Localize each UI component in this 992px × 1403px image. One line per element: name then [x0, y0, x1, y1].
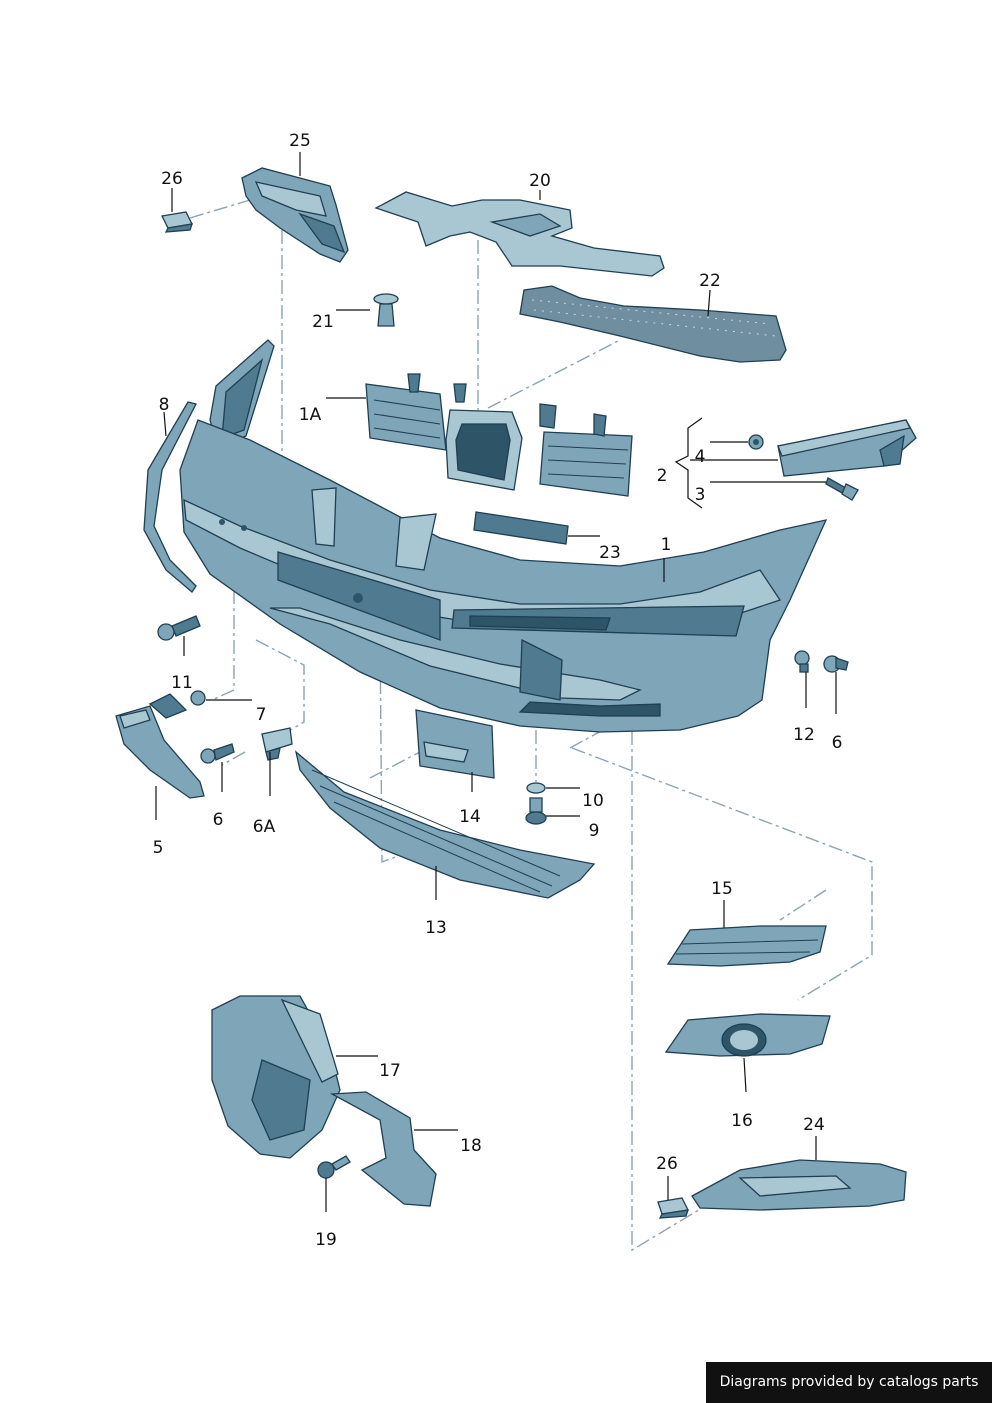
part-8-trim-strip — [143, 401, 197, 593]
leader-lines — [155, 152, 837, 1212]
part-5-side-guide — [115, 705, 205, 799]
callout-4: 4 — [695, 447, 706, 467]
part-24-air-duct — [691, 1159, 907, 1211]
part-1A-radiator-grille — [365, 373, 633, 497]
callout-23: 23 — [599, 543, 621, 563]
callout-labels: 25 26 20 22 21 1A 8 4 2 3 23 1 11 7 12 6… — [153, 131, 843, 1250]
part-26-clip-bottom — [657, 1197, 689, 1219]
part-10-washer — [526, 782, 546, 794]
callout-15: 15 — [711, 879, 733, 899]
callout-5: 5 — [153, 838, 164, 858]
part-19-screw — [317, 1155, 351, 1179]
part-2-bracket — [674, 417, 917, 509]
callout-10: 10 — [582, 791, 604, 811]
callout-6-right: 6 — [832, 733, 843, 753]
part-15-grille-insert — [666, 925, 827, 967]
part-11-bolt — [157, 615, 201, 641]
callout-21: 21 — [312, 312, 334, 332]
callout-12: 12 — [793, 725, 815, 745]
callout-20: 20 — [529, 171, 551, 191]
diagram-credit-banner: Diagrams provided by catalogs parts — [706, 1362, 992, 1403]
callout-2: 2 — [657, 466, 668, 486]
callout-24: 24 — [803, 1115, 825, 1135]
part-6A-clip — [261, 727, 293, 761]
part-4-nut — [748, 434, 764, 450]
callout-8: 8 — [159, 395, 170, 415]
part-13-lower-grille — [294, 750, 596, 899]
callout-18: 18 — [460, 1136, 482, 1156]
part-17-wheel-housing-liner — [211, 995, 341, 1159]
callout-19: 19 — [315, 1230, 337, 1250]
part-22-energy-absorber — [519, 285, 787, 363]
part-26-clip-top — [161, 211, 193, 233]
callout-11: 11 — [171, 673, 193, 693]
callout-16: 16 — [731, 1111, 753, 1131]
part-14-license-plate-bracket — [415, 709, 495, 779]
callout-26-top: 26 — [161, 169, 183, 189]
callout-6A: 6A — [253, 817, 276, 837]
part-3-bolt — [825, 477, 859, 501]
part-23-air-guide — [473, 511, 569, 545]
part-1-bumper-cover — [179, 339, 828, 733]
part-6-bolt-right — [823, 655, 849, 673]
part-16-fog-light-grille — [664, 1013, 831, 1057]
part-25-air-duct — [241, 167, 349, 263]
part-18-lower-cover — [329, 1091, 437, 1207]
callout-26-bottom: 26 — [656, 1154, 678, 1174]
callout-7: 7 — [256, 705, 267, 725]
part-9-screw — [525, 797, 547, 825]
callout-17: 17 — [379, 1061, 401, 1081]
callout-1A: 1A — [299, 405, 322, 425]
part-6-bolt-left — [200, 743, 235, 764]
callout-22: 22 — [699, 271, 721, 291]
callout-9: 9 — [589, 821, 600, 841]
part-12-nut — [794, 650, 810, 673]
callout-6-left: 6 — [213, 810, 224, 830]
callout-1: 1 — [661, 535, 672, 555]
callout-3: 3 — [695, 485, 706, 505]
part-21-expanding-clip — [373, 293, 399, 327]
part-20-cover — [374, 191, 665, 277]
callout-14: 14 — [459, 807, 481, 827]
callout-25: 25 — [289, 131, 311, 151]
part-7-screw — [148, 690, 206, 719]
callout-13: 13 — [425, 918, 447, 938]
